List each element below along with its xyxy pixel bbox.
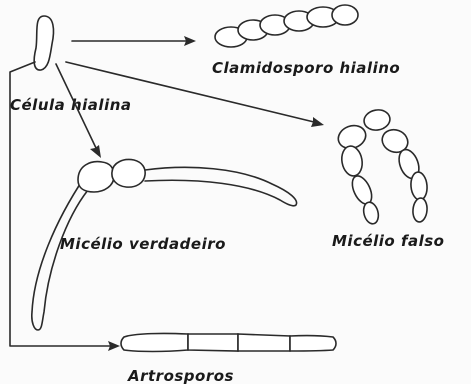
label-true-mycelium: Micélio verdadeiro [60, 235, 226, 253]
hyaline-chlamydospore-chain [215, 5, 358, 47]
label-hyaline-cell: Célula hialina [10, 96, 132, 114]
label-false-mycelium: Micélio falso [332, 232, 444, 250]
hyaline-cell [34, 16, 53, 70]
arrow-to-chlamydospore [72, 36, 196, 46]
false-mycelium [335, 108, 428, 226]
label-arthrospores: Artrosporos [127, 367, 234, 384]
arthrospores-chain [121, 333, 336, 351]
label-hyaline-chlamydospore: Clamidosporo hialino [212, 59, 400, 77]
